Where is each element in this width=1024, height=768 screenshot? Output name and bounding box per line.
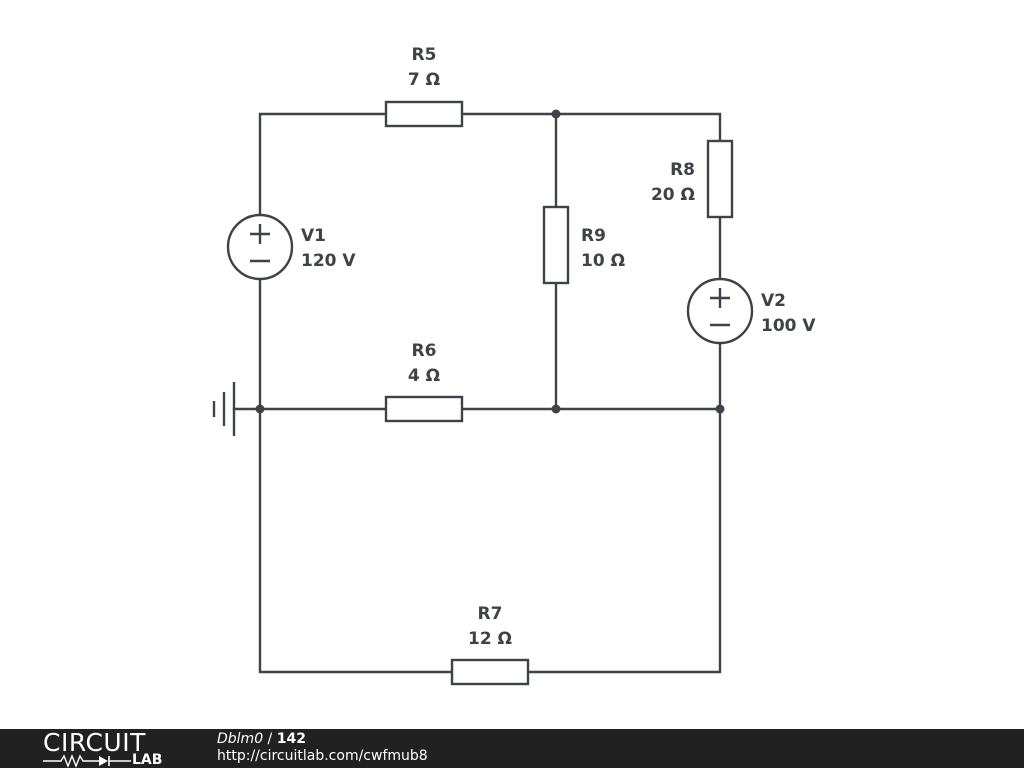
voltage-source-v1	[226, 213, 294, 281]
r7-name-label: R7	[478, 604, 503, 624]
footer-bar: CIRCUIT LAB Dblm0 / 142 http://circuitla…	[0, 729, 1024, 768]
r8-name-label: R8	[670, 160, 695, 180]
circuit-url-link[interactable]: http://circuitlab.com/cwfmub8	[217, 748, 428, 764]
r9-value-label: 10 Ω	[581, 251, 625, 271]
junction-node	[715, 404, 725, 414]
r9-name-label: R9	[581, 226, 606, 246]
v2-value-label: 100 V	[761, 316, 816, 336]
v2-name-label: V2	[761, 291, 786, 311]
author-link[interactable]: Dblm0	[217, 731, 264, 747]
resistor-r8	[706, 139, 734, 219]
resistor-diode-icon	[43, 754, 131, 768]
r7-value-label: 12 Ω	[468, 629, 512, 649]
credit-line: Dblm0 / 142	[217, 731, 428, 748]
circuit-credit: Dblm0 / 142 http://circuitlab.com/cwfmub…	[217, 731, 428, 765]
logo-text-lab: LAB	[132, 752, 163, 768]
circuit-number: 142	[276, 731, 306, 747]
circuitlab-logo[interactable]: CIRCUIT LAB	[40, 729, 180, 768]
junction-node	[255, 404, 265, 414]
resistor-r5	[384, 100, 464, 128]
wires	[232, 112, 722, 674]
logo-text-circuit: CIRCUIT	[43, 728, 146, 757]
junction-node	[551, 404, 561, 414]
ground-icon	[212, 382, 236, 436]
wire-v1-top	[258, 112, 388, 217]
r6-name-label: R6	[412, 341, 437, 361]
r8-value-label: 20 Ω	[651, 185, 695, 205]
resistor-r7	[450, 658, 530, 686]
r5-value-label: 7 Ω	[408, 70, 440, 90]
wire-bottom-left	[258, 407, 454, 674]
v1-name-label: V1	[301, 226, 326, 246]
v1-value-label: 120 V	[301, 251, 356, 271]
r5-name-label: R5	[412, 45, 437, 65]
wire-top-rail	[460, 112, 722, 143]
credit-separator: /	[263, 731, 277, 747]
voltage-source-v2	[686, 277, 754, 345]
junction-node	[551, 109, 561, 119]
resistor-r6	[384, 395, 464, 423]
r6-value-label: 4 Ω	[408, 366, 440, 386]
resistor-r9	[542, 205, 570, 285]
wire-bottom-right	[526, 407, 722, 674]
